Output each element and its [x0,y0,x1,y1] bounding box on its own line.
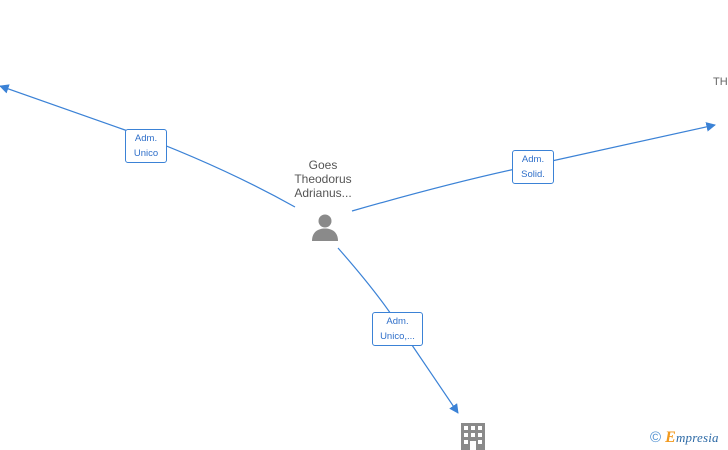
edge-label-bottom-line-1: Adm. [386,316,409,327]
empresia-logo-rest: mpresia [675,430,719,445]
edge-label-right-line-2: Solid. [521,169,545,180]
copyright-icon: © [650,429,662,446]
edge-label-left-line-2: Unico [133,148,159,159]
empresia-logo-first-letter: E [665,429,676,446]
edge-label-bottom-line-2: Unico,... [380,331,415,342]
edge-label-bottom[interactable]: Adm. Unico,... [372,312,423,346]
center-node-name-line-1: Goes [308,158,338,172]
edge-line-right [351,122,716,212]
empresia-logo: Empresia [665,429,719,447]
center-node-name-line-2: Theodorus [294,172,352,186]
edge-label-right[interactable]: Adm. Solid. [512,150,554,184]
empresia-watermark: © Empresia [650,428,719,448]
person-icon[interactable] [310,212,340,242]
building-icon[interactable] [461,423,485,450]
edge-label-right-line-1: Adm. [521,154,545,165]
right-node-label[interactable]: TH [713,76,728,88]
center-node-name-line-3: Adrianus... [294,186,352,200]
edge-label-left[interactable]: Adm. Unico [125,129,167,163]
center-node-label[interactable]: Goes Theodorus Adrianus... [283,158,363,200]
edge-label-left-line-1: Adm. [134,133,158,144]
